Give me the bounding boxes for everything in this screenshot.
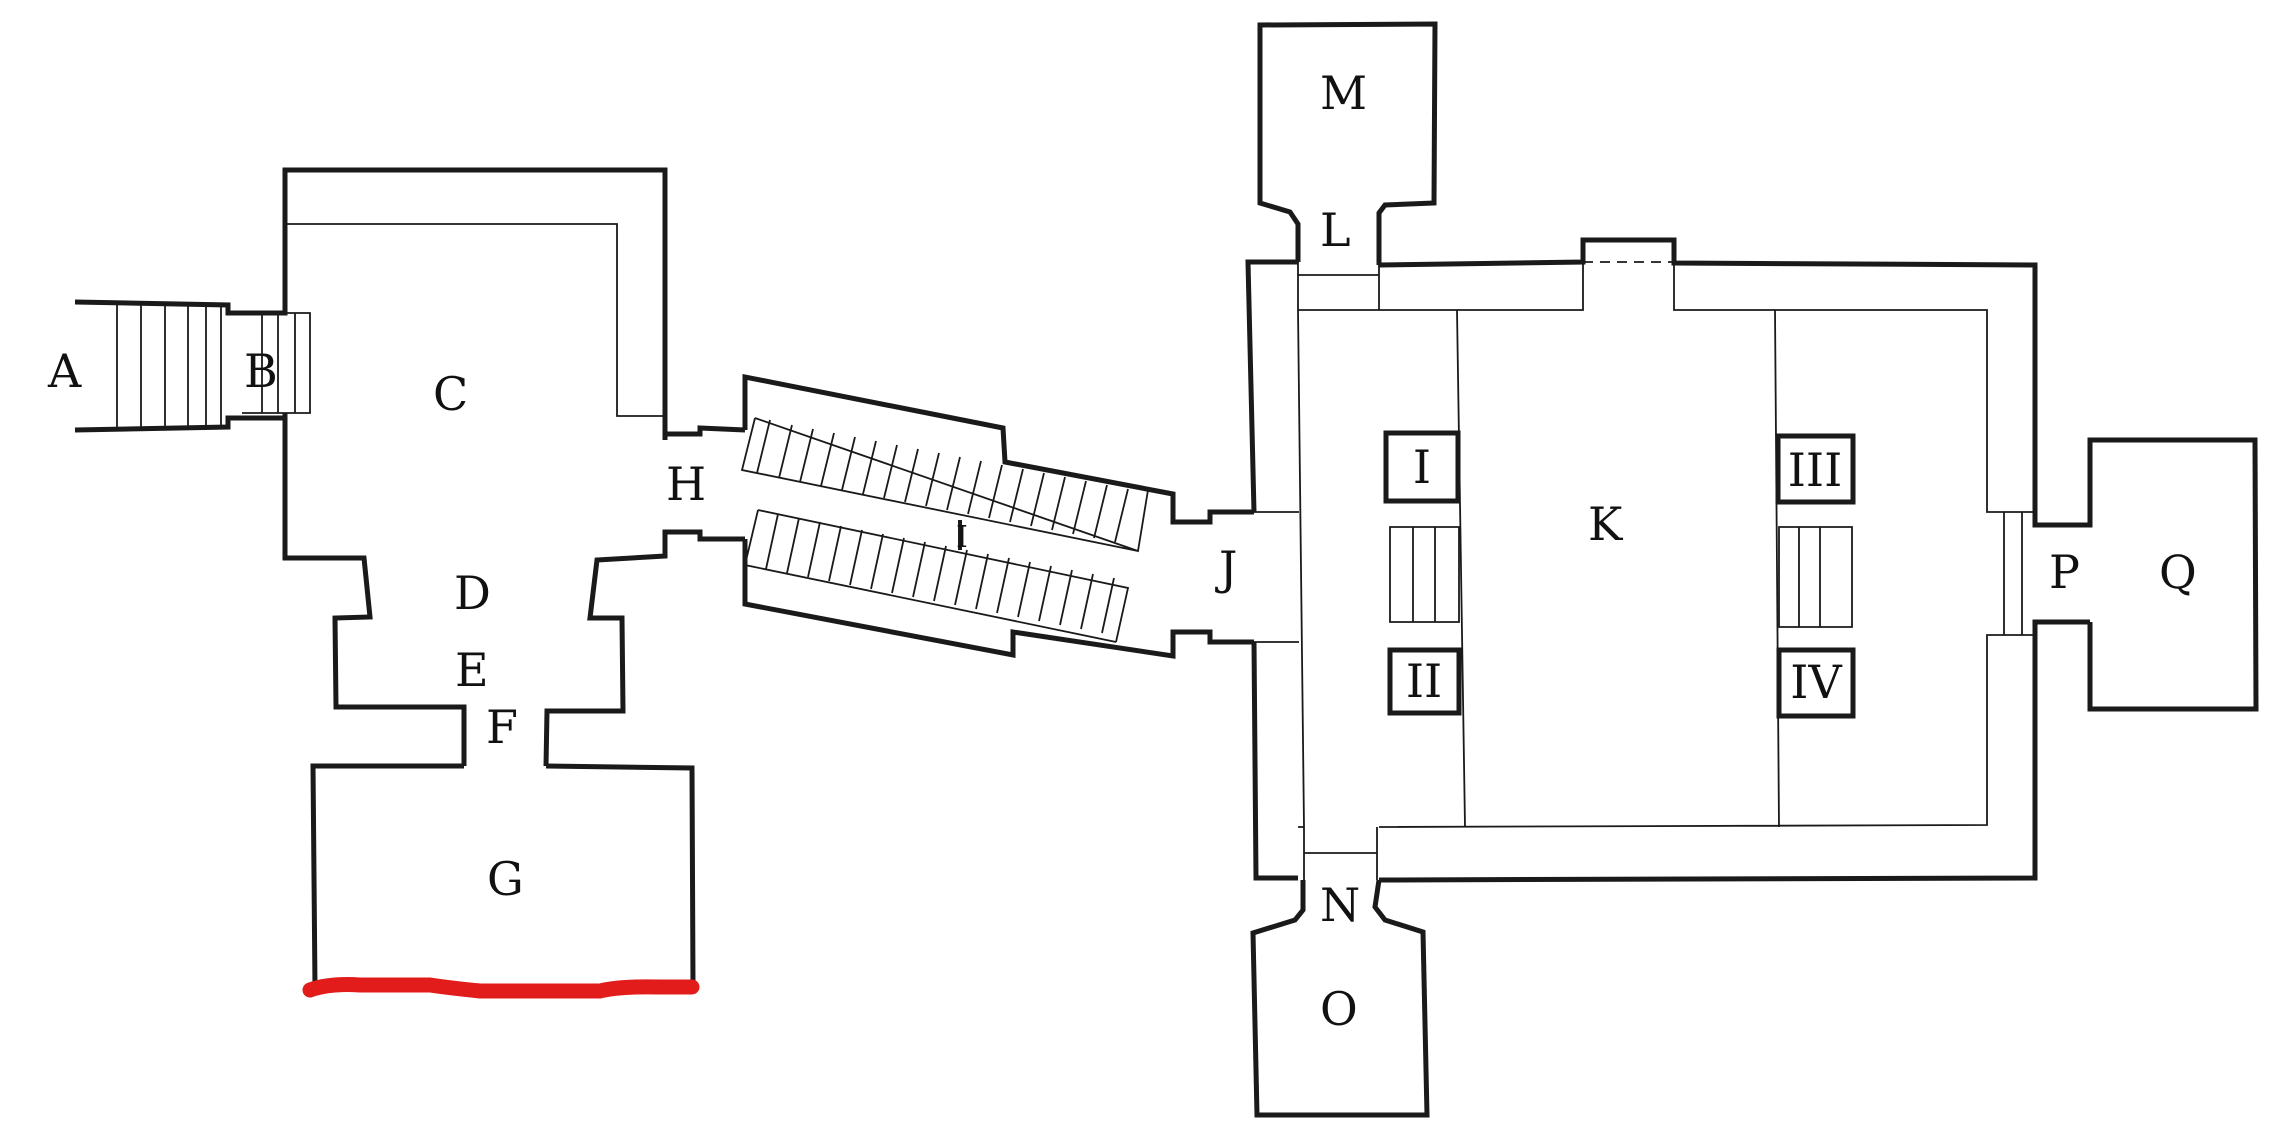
label-m: M [1320, 66, 1367, 120]
highlight-line [302, 977, 700, 999]
hall-c-wall [282, 167, 746, 767]
label-n: N [1320, 878, 1360, 932]
pillar-3 [1775, 433, 1856, 505]
label-h: H [666, 457, 706, 511]
ramp-lower [742, 509, 1254, 659]
label-l: L [1320, 203, 1351, 257]
ramp-upper [740, 373, 1254, 553]
stair-b [242, 312, 311, 414]
passage-l [1297, 262, 1380, 310]
room-q-wall [2035, 437, 2259, 712]
room-g-wall [310, 763, 696, 989]
label-k: K [1588, 497, 1624, 551]
passage-n [1303, 827, 1378, 880]
label-o: O [1320, 982, 1358, 1036]
pillar-2 [1387, 647, 1462, 716]
label-e: E [455, 643, 489, 697]
label-d: D [454, 566, 491, 620]
label-f: F [486, 700, 518, 754]
label-pillar-1: I [1413, 440, 1431, 494]
stair-left [1389, 526, 1460, 623]
label-pillar-2: II [1406, 654, 1442, 708]
hall-c-inner-corridor [285, 223, 665, 417]
label-pillar-3: III [1788, 443, 1843, 497]
door-p [2003, 511, 2035, 636]
label-c: C [433, 367, 468, 421]
stair-right [1778, 526, 1853, 628]
hall-k-wall [1245, 237, 2090, 883]
label-a: A [47, 344, 82, 398]
pillar-4 [1776, 647, 1856, 719]
label-q: Q [2159, 545, 2197, 599]
label-j: J [1215, 541, 1237, 595]
room-o-wall [1250, 879, 1430, 1118]
label-b: B [244, 344, 278, 398]
pillar-1 [1383, 430, 1461, 504]
room-m-wall [1257, 21, 1438, 265]
label-i: I [956, 520, 968, 555]
label-p: P [2049, 545, 2080, 599]
hall-k-inner [1254, 263, 2004, 828]
label-g: G [487, 852, 524, 906]
label-pillar-4: IV [1790, 655, 1842, 709]
